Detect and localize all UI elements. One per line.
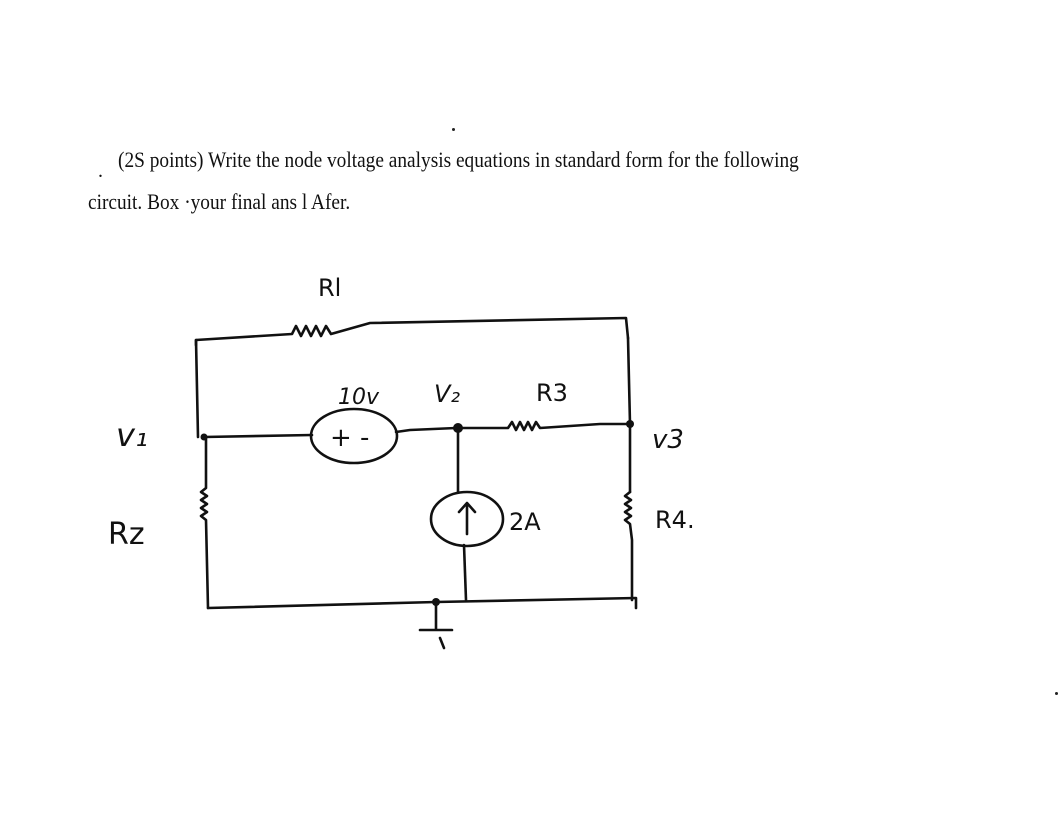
current-arrow-icon: [457, 501, 477, 536]
r2-resistor: [199, 435, 210, 610]
voltage-source-label: 10v: [338, 385, 380, 410]
wire-current-source-to-bottom: [462, 543, 468, 602]
wire-right: [626, 336, 632, 494]
question-bullet: .: [98, 160, 103, 182]
current-source-label: 2A: [509, 508, 541, 536]
scan-speck: [1055, 692, 1058, 695]
ground-node-dot: [432, 598, 440, 606]
scan-speck: [452, 128, 455, 131]
node-v3-dot: [626, 420, 634, 428]
r3-resistor: [454, 420, 630, 432]
v2-label: V₂: [434, 380, 460, 408]
wire-v1-to-source: [202, 433, 314, 439]
current-source: [429, 490, 505, 548]
wire-left-top: [194, 338, 200, 439]
v3-label: v3: [652, 425, 684, 455]
r2-label: Rz: [108, 517, 145, 552]
voltage-source: [309, 407, 399, 465]
v1-label: v₁: [116, 416, 148, 454]
r3-label: R3: [536, 379, 568, 407]
node-v1-dot: [200, 433, 208, 441]
node-v2-dot: [453, 423, 463, 433]
voltage-source-polarity: + -: [330, 423, 369, 453]
question-text-line-2: circuit. Box ·your final ans l Afer.: [88, 189, 351, 214]
wire-source-to-v2: [394, 426, 458, 434]
r4-label: R4.: [655, 506, 695, 534]
r1-label: Rl: [318, 274, 341, 302]
question-text-line-1: (2S points) Write the node voltage analy…: [118, 147, 799, 172]
r1-resistor: [194, 316, 630, 347]
wire-bottom: [206, 596, 638, 610]
r4-resistor: [623, 490, 634, 602]
ground-symbol: [418, 600, 454, 650]
